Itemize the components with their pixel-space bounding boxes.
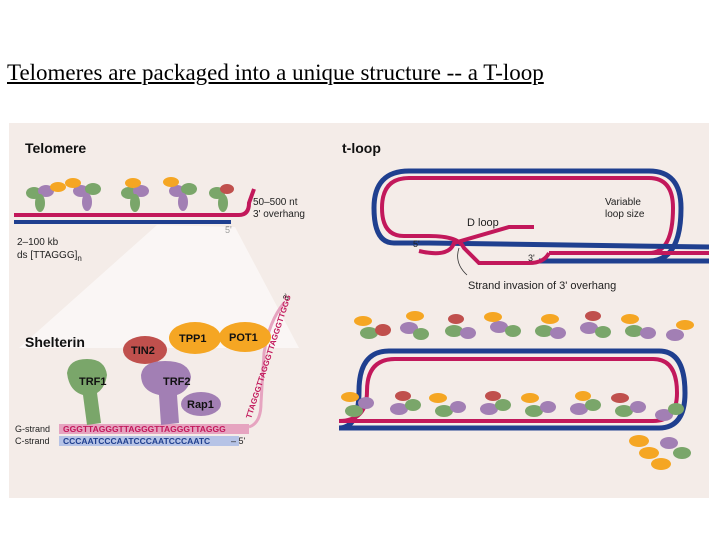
coated-loop-outer [338, 348, 688, 431]
loop-proteins-top [354, 311, 694, 341]
tloop-five-prime: 5' [413, 239, 420, 249]
g-strand-band [59, 424, 249, 434]
tpp1-protein: TPP1 [169, 322, 221, 354]
tloop-three-prime: 3' [528, 253, 535, 263]
ds-length: 2–100 kb [17, 237, 59, 248]
trf1-protein: TRF1 [67, 359, 107, 425]
variable-label-1: Variable [605, 197, 641, 208]
d-loop-label: D loop [467, 217, 499, 229]
overhang-label: 3' overhang [253, 209, 305, 220]
g-strand-sequence: GGGTTAGGGTTAGGGTTAGGGTTAGGG [63, 424, 226, 434]
tloop-heading: t-loop [342, 140, 381, 156]
tloop-inner-strand [379, 176, 709, 255]
telomere-g-strand [14, 188, 256, 217]
pot1-protein: POT1 [219, 322, 271, 352]
rap1-protein: Rap1 [181, 392, 221, 416]
trf2-label: TRF2 [163, 376, 191, 388]
strand-invasion-pointer [457, 247, 468, 276]
ds-repeat: ds [TTAGGG] [17, 250, 78, 261]
slide-title: Telomeres are packaged into a unique str… [7, 60, 544, 85]
telomere-panel: Telomere [14, 140, 305, 348]
g-strand-overhang-path [248, 302, 286, 429]
strand-invasion-label: Strand invasion of 3' overhang [468, 280, 616, 292]
tloop-invading-overhang [418, 225, 534, 256]
rap1-label: Rap1 [187, 399, 214, 411]
shelterin-heading: Shelterin [25, 334, 85, 350]
c-strand-five-prime: – 5' [231, 436, 246, 446]
zoom-wedge [19, 225, 299, 348]
variable-label-2: loop size [605, 209, 645, 220]
tloop-d-loop-crossover [404, 234, 551, 265]
overhang-length: 50–500 nt [253, 197, 298, 208]
tpp1-label: TPP1 [179, 333, 207, 345]
tin2-label: TIN2 [131, 345, 155, 357]
tin2-protein: TIN2 [123, 336, 167, 364]
telomere-figure: Telomere [9, 123, 709, 498]
c-strand-band [59, 436, 239, 446]
telomere-bound-proteins [26, 177, 234, 212]
c-strand-label: C-strand [15, 436, 50, 446]
pot1-label: POT1 [229, 332, 258, 344]
g-strand-label: G-strand [15, 424, 50, 434]
telomere-heading: Telomere [25, 140, 86, 156]
protein-coated-tloop [338, 311, 694, 470]
tloop-panel: t-loop Variable loop size D loop 5' 3' S… [342, 140, 709, 292]
loop-proteins-bottom [341, 391, 684, 421]
ds-repeat-label: ds [TTAGGG]n [17, 250, 82, 263]
dangling-pot1-chain [629, 435, 691, 470]
c-strand-sequence: CCCAATCCCAATCCCAATCCCAATC [63, 436, 210, 446]
trf2-protein: TRF2 [141, 361, 191, 425]
ds-subscript: n [77, 254, 81, 263]
tloop-ds-lower [404, 240, 709, 250]
trf1-label: TRF1 [79, 376, 107, 388]
overhang-three-prime: 3' [281, 292, 292, 302]
